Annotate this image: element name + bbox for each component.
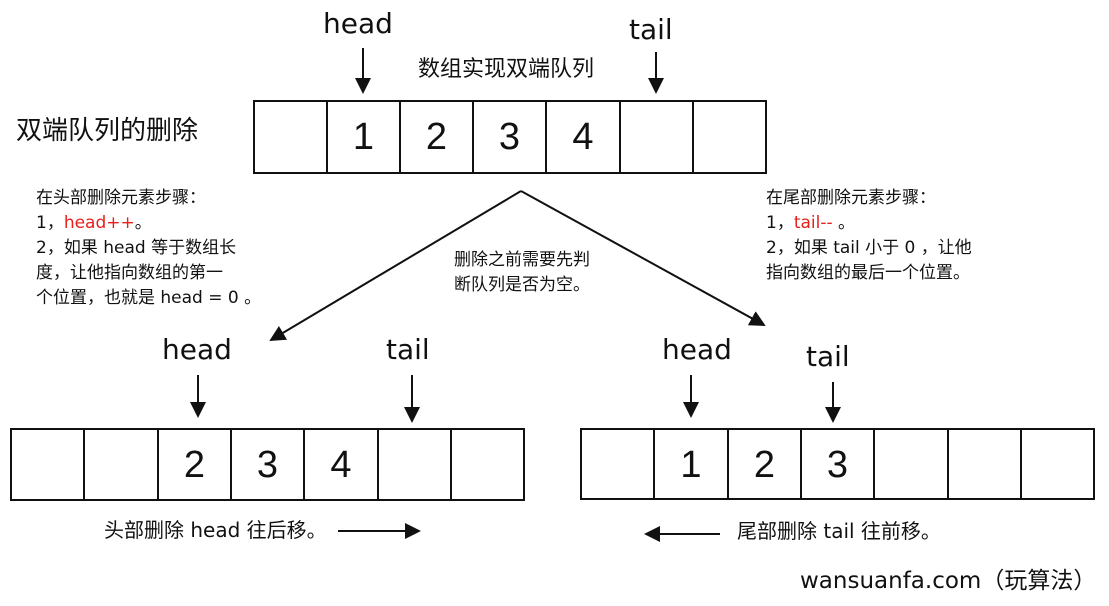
left-note-step1: 1，head++。 <box>36 213 152 233</box>
center-note-line2: 断队列是否为空。 <box>454 275 590 295</box>
bottom-left-caption: 头部删除 head 往后移。 <box>104 518 327 542</box>
top-array <box>253 100 767 174</box>
site-credit: wansuanfa.com（玩算法） <box>800 568 1097 594</box>
top-cell-3: 3 <box>498 116 521 158</box>
left-note-step2-line3: 个位置，也就是 head = 0 。 <box>36 288 262 308</box>
bottom-left-cell-2: 2 <box>183 444 206 486</box>
top-cell-2: 2 <box>425 116 448 158</box>
branch-right-arrow <box>520 190 766 326</box>
top-cell-1: 1 <box>352 116 375 158</box>
right-note: 在尾部删除元素步骤： 1，tail-- 。 2，如果 tail 小于 0 ，让他… <box>766 186 972 286</box>
top-cell-4: 4 <box>572 116 594 158</box>
right-note-title: 在尾部删除元素步骤： <box>766 188 936 208</box>
right-note-step2-line2: 指向数组的最后一个位置。 <box>766 263 970 283</box>
branch-left-arrow <box>269 190 522 342</box>
section-title: 双端队列的删除 <box>16 116 199 146</box>
left-note: 在头部删除元素步骤： 1，head++。 2，如果 head 等于数组长 度，让… <box>36 186 261 311</box>
bottom-right-cell-2: 2 <box>753 444 776 486</box>
bottom-left-array <box>10 428 525 501</box>
right-note-step1: 1，tail-- 。 <box>766 213 856 233</box>
bottom-right-cell-1: 1 <box>680 444 702 486</box>
left-note-step2-line2: 度，让他指向数组的第一 <box>36 263 223 283</box>
right-note-step2-line1: 2，如果 tail 小于 0 ，让他 <box>766 238 972 258</box>
center-note: 删除之前需要先判 断队列是否为空。 <box>454 248 590 298</box>
left-note-step2-line1: 2，如果 head 等于数组长 <box>36 238 237 258</box>
bottom-left-cell-3: 3 <box>256 444 279 486</box>
top-head-label: head <box>323 7 393 40</box>
bottom-left-tail-label: tail <box>386 333 430 366</box>
bottom-right-cell-3: 3 <box>826 444 849 486</box>
bottom-left-head-label: head <box>162 333 232 366</box>
center-note-line1: 删除之前需要先判 <box>454 250 590 270</box>
bottom-right-array <box>580 428 1095 500</box>
diagram-title: 数组实现双端队列 <box>418 57 595 82</box>
bottom-right-tail-label: tail <box>806 340 850 373</box>
bottom-right-caption: 尾部删除 tail 往前移。 <box>737 519 941 543</box>
left-note-step1-code: head++ <box>63 213 135 233</box>
bottom-left-cell-4: 4 <box>330 444 352 486</box>
left-note-title: 在头部删除元素步骤： <box>36 188 206 208</box>
right-note-step1-code: tail-- <box>793 213 833 233</box>
bottom-right-head-label: head <box>662 333 732 366</box>
top-tail-label: tail <box>629 13 673 46</box>
